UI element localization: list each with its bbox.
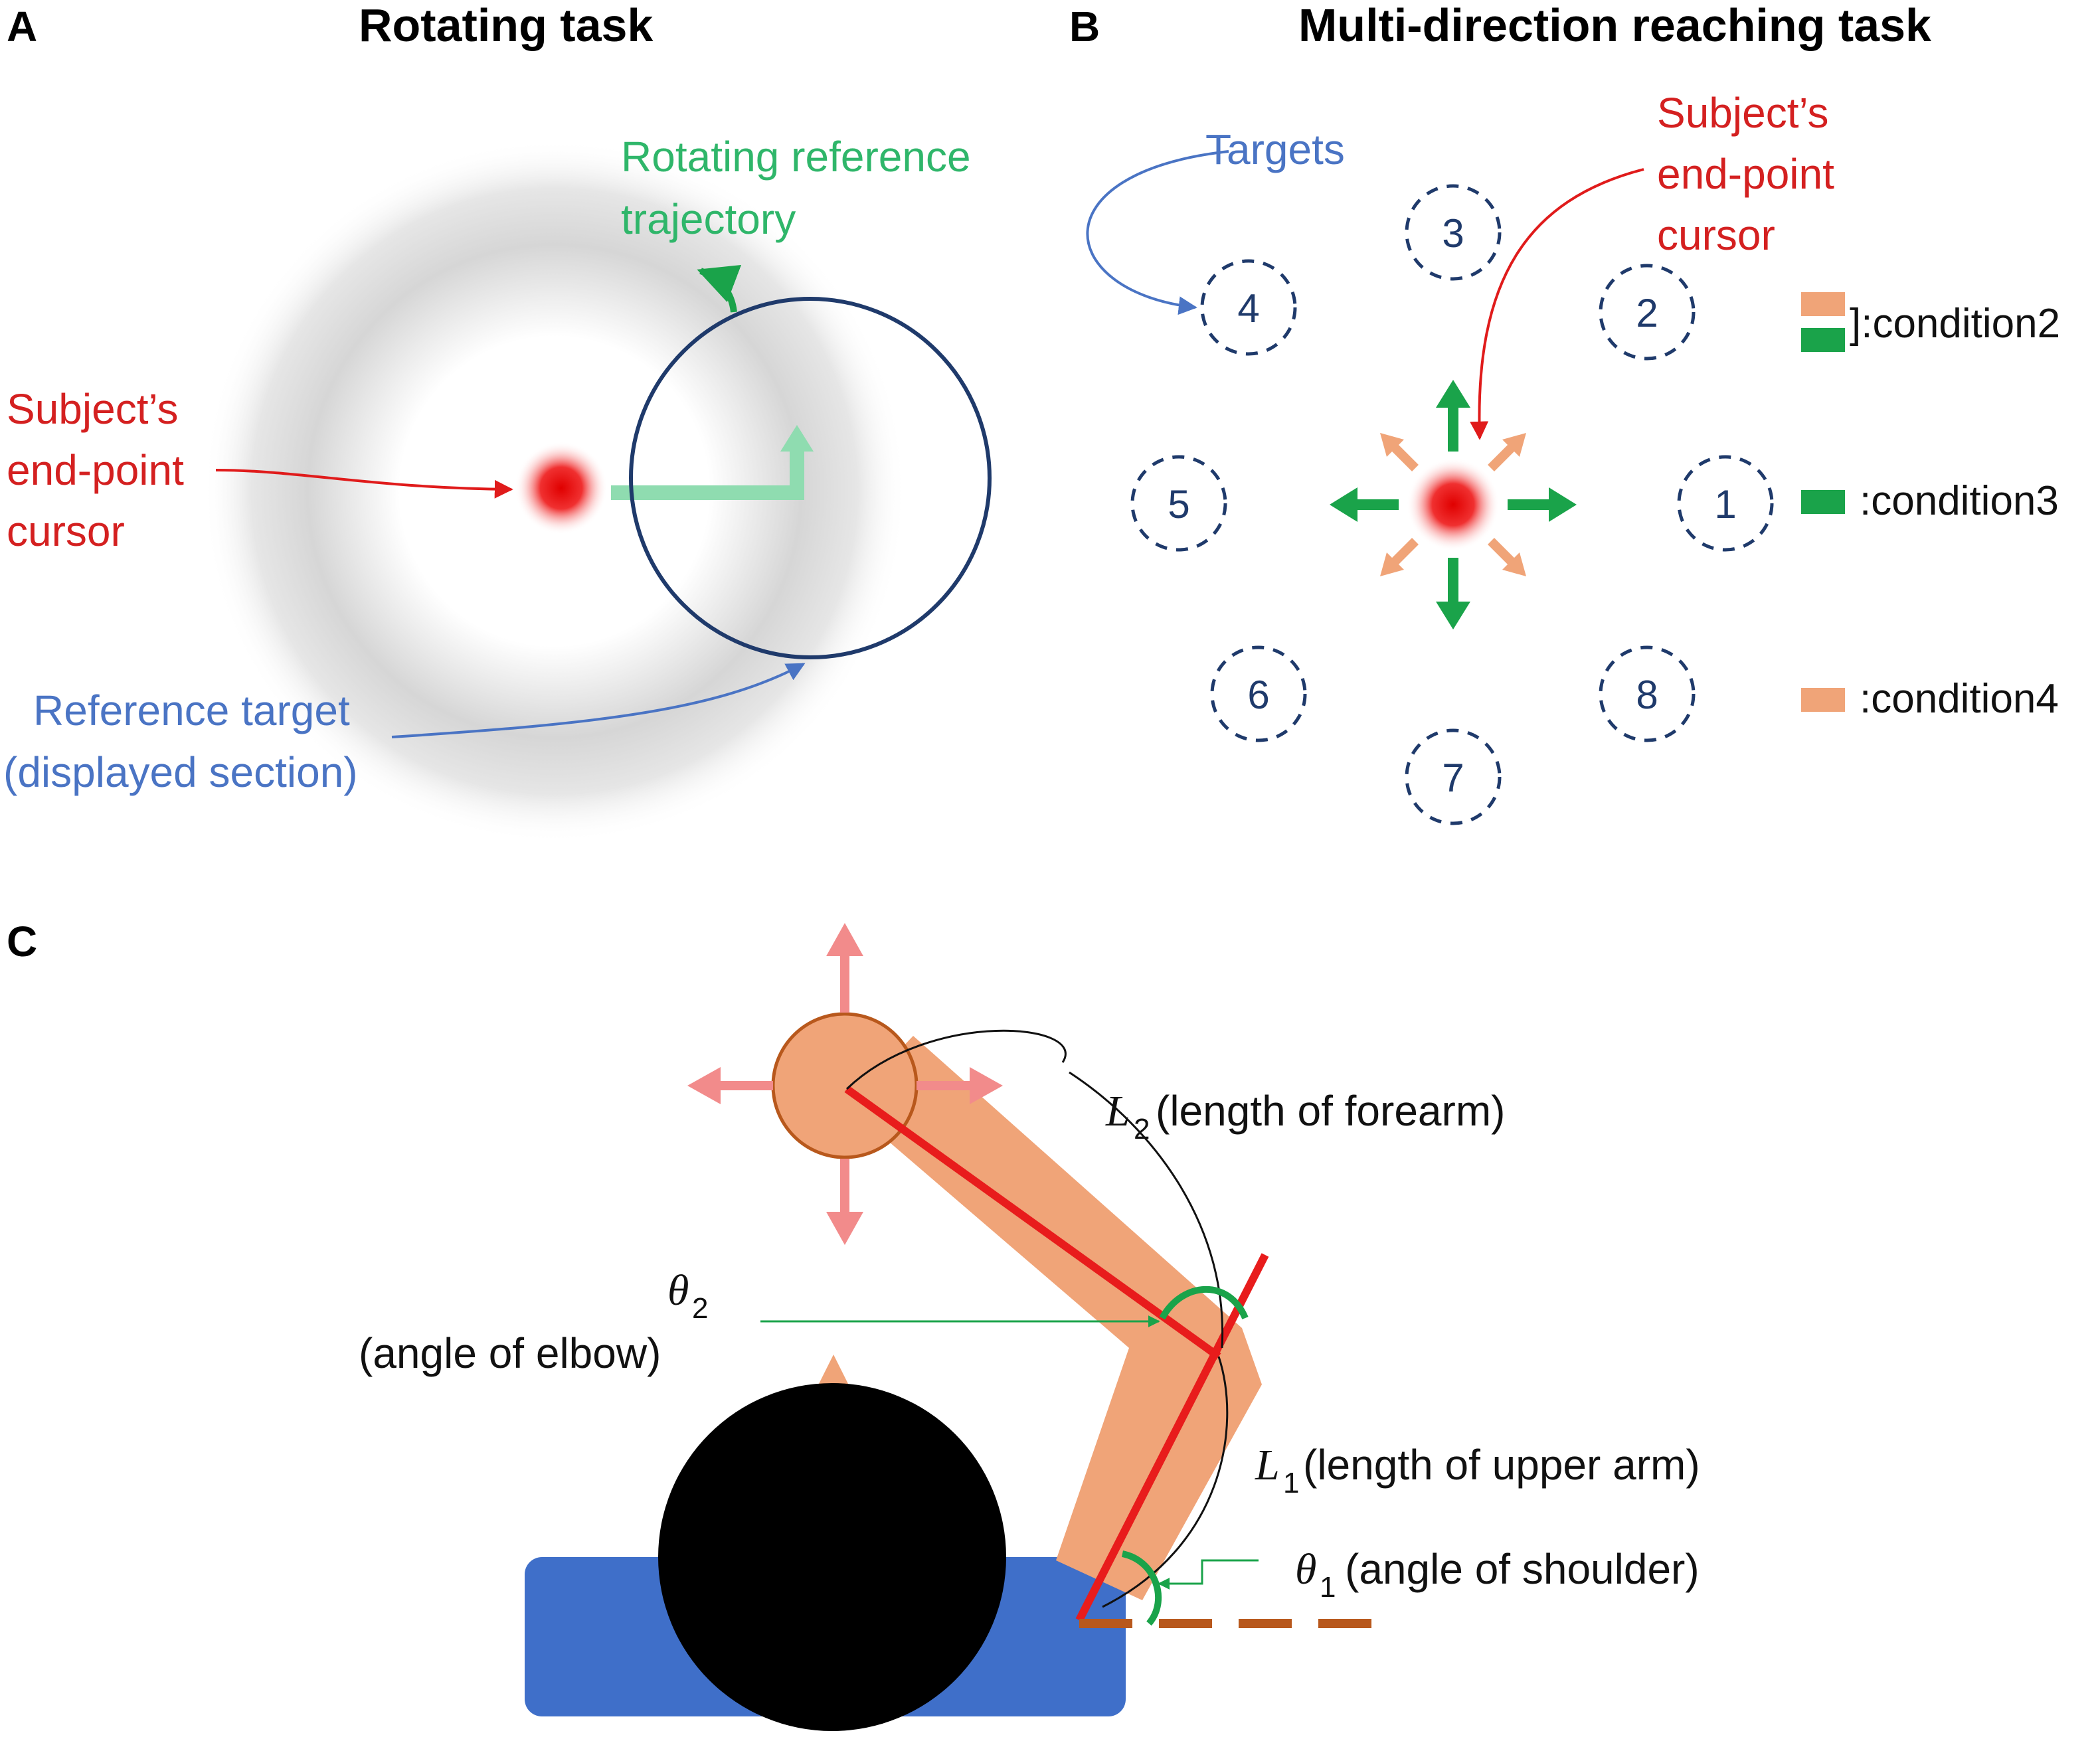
label-L2: L 2 (length of forearm) [1105, 1087, 1505, 1145]
target-8: 8 [1599, 645, 1696, 742]
head [658, 1383, 1006, 1731]
cursor-dot [515, 442, 608, 535]
legend-swatch-cond3 [1801, 490, 1845, 514]
theta1-text: (angle of shoulder) [1345, 1545, 1700, 1593]
label-theta1: θ 1 (angle of shoulder) [1295, 1545, 1700, 1604]
target-4-number: 4 [1237, 286, 1259, 331]
arrow-ne-orange [1488, 444, 1515, 471]
theta1-pointer [1158, 1559, 1259, 1590]
target-8-number: 8 [1636, 673, 1658, 717]
target-7-number: 7 [1442, 756, 1464, 800]
L2-symbol: L [1105, 1087, 1130, 1135]
panel-b-title: Multi-direction reaching task [1298, 0, 1931, 51]
forearm-line [844, 1086, 1221, 1360]
hand-arrow-left [687, 1067, 721, 1104]
b-cursor-label-3: cursor [1657, 211, 1775, 259]
legend: ]:condition2 :condition3 :condition4 [1801, 292, 2060, 722]
targets-label: Targets [1205, 125, 1345, 173]
b-cursor-label-1: Subject’s [1657, 89, 1829, 137]
theta1-symbol: θ [1295, 1545, 1316, 1594]
shoulder-angle-arc [1121, 1550, 1162, 1626]
panel-a: A Rotating task Rotating reference traje… [3, 0, 992, 843]
upper-arm-arc [1102, 1356, 1229, 1608]
target-4: 4 [1200, 259, 1297, 356]
theta1-subscript: 1 [1320, 1571, 1336, 1604]
rotation-arrow [697, 265, 742, 313]
cursor-pointer-line [215, 469, 513, 499]
target-pointer-line [391, 663, 806, 738]
theta2-symbol: θ [667, 1266, 689, 1315]
legend-condition4: :condition4 [1860, 676, 2059, 722]
target-5-number: 5 [1168, 482, 1189, 527]
trajectory-label-1: Rotating reference [621, 133, 971, 181]
targets-pointer-line [1086, 150, 1229, 315]
hand-arrow-right [970, 1067, 1003, 1104]
L1-symbol: L [1255, 1441, 1280, 1489]
target-2: 2 [1599, 264, 1696, 361]
hand-arrow-down [826, 1212, 863, 1245]
target-3: 3 [1405, 184, 1502, 281]
elbow-angle-arc [1159, 1286, 1249, 1320]
a-cursor-label-3: cursor [7, 507, 125, 555]
L2-subscript: 2 [1134, 1113, 1150, 1145]
target-ring: 1 2 3 4 5 6 7 [1130, 184, 1774, 825]
legend-swatch-orange-cond2 [1801, 292, 1845, 316]
arrow-se-orange [1488, 538, 1515, 565]
legend-swatch-cond4 [1801, 688, 1845, 712]
hand-arrow-up [826, 923, 863, 956]
L1-text: (length of upper arm) [1303, 1441, 1700, 1489]
theta2-text: (angle of elbow) [359, 1329, 661, 1377]
panel-a-title: Rotating task [359, 0, 653, 51]
target-1-number: 1 [1714, 482, 1736, 527]
trajectory-label-2: trajectory [621, 195, 796, 243]
arrow-nw-orange [1391, 444, 1419, 471]
legend-swatch-green-cond2 [1801, 328, 1845, 352]
theta2-subscript: 2 [692, 1292, 708, 1325]
direction-arrows [1330, 380, 1577, 629]
panel-c: C [7, 918, 1700, 1731]
target-label-1: Reference target [33, 687, 350, 734]
forearm-arc [845, 1029, 1067, 1090]
reference-target-circle [629, 297, 992, 659]
legend-condition3: :condition3 [1860, 478, 2059, 524]
label-L1: L 1 (length of upper arm) [1255, 1441, 1700, 1499]
b-cursor-dot [1407, 458, 1500, 551]
target-6-number: 6 [1247, 673, 1269, 717]
b-cursor-label-2: end-point [1657, 150, 1834, 198]
target-7: 7 [1405, 728, 1502, 825]
arrow-sw-orange [1391, 538, 1419, 565]
upper-arm-line [1075, 1253, 1269, 1622]
trajectory-arrowhead [780, 425, 814, 452]
target-label-2: (displayed section) [3, 748, 358, 796]
hand-direction-arrows [687, 923, 1003, 1245]
L1-subscript: 1 [1283, 1467, 1299, 1499]
panel-b: B Multi-direction reaching task 1 2 3 4 [1069, 0, 2060, 825]
reference-trajectory-path [611, 446, 804, 500]
L2-text: (length of forearm) [1156, 1087, 1505, 1135]
target-3-number: 3 [1442, 211, 1464, 256]
a-cursor-label-1: Subject’s [7, 385, 179, 433]
forearm-arc-lower [1069, 1071, 1224, 1349]
b-cursor-pointer-line [1470, 168, 1644, 440]
legend-condition2: ]:condition2 [1850, 301, 2060, 347]
panel-a-letter: A [7, 3, 37, 50]
panel-c-letter: C [7, 918, 37, 965]
panel-b-letter: B [1069, 3, 1100, 50]
label-theta2: θ 2 (angle of elbow) [359, 1266, 708, 1377]
hand-circle [771, 1012, 919, 1159]
target-1: 1 [1677, 455, 1774, 552]
target-5: 5 [1130, 455, 1227, 552]
target-2-number: 2 [1636, 291, 1658, 335]
target-6: 6 [1210, 645, 1307, 742]
a-cursor-label-2: end-point [7, 446, 184, 494]
